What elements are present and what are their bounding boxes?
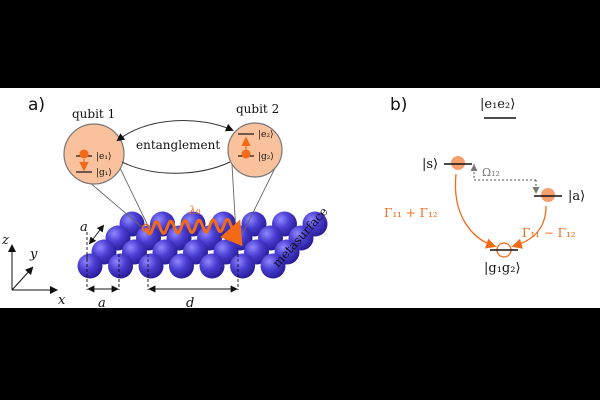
metasurface-sphere — [169, 253, 194, 279]
panel-b-label: b) — [390, 95, 407, 115]
coupling-marker — [470, 164, 540, 194]
metasurface-sphere — [138, 253, 164, 279]
wave-label: λ₀ — [188, 204, 201, 217]
coupling-label: Ω₁₂ — [482, 166, 500, 179]
qubit-1-excitation-dot — [79, 149, 89, 159]
dim-d: d — [186, 296, 194, 308]
axis-z-label: z — [1, 233, 9, 248]
qubit-2-bubble — [227, 122, 283, 178]
entanglement-label: entanglement — [136, 138, 220, 152]
qubit-1-ground: |g₁⟩ — [96, 168, 112, 178]
figure-panel: a) a a d z y x metasurface qubit 1 qubit… — [0, 88, 600, 308]
axis-y-label: y — [29, 247, 38, 262]
metasurface-sphere — [77, 253, 103, 279]
coordinate-axes — [8, 244, 58, 294]
dim-a-horizontal: a — [98, 296, 106, 308]
metasurface-sphere — [230, 253, 255, 279]
entanglement-arc — [116, 120, 234, 142]
decay-symmetric-label: Γ₁₁ + Γ₁₂ — [384, 206, 438, 220]
entanglement-arc-lower — [121, 161, 231, 174]
axis-x-label: x — [58, 293, 66, 308]
qubit-1-label: qubit 1 — [72, 107, 115, 121]
qubit-1-levels — [76, 149, 92, 173]
qubit-2-label: qubit 2 — [236, 102, 279, 116]
antisymmetric-state-dot — [541, 188, 555, 202]
metasurface-sphere — [199, 253, 225, 279]
qubit-2-ground: |g₂⟩ — [258, 152, 274, 162]
figure-svg: a) a a d z y x metasurface qubit 1 qubit… — [1, 95, 585, 308]
symmetric-state-label: |s⟩ — [422, 157, 438, 172]
ground-state-label: |g₁g₂⟩ — [484, 261, 521, 276]
decay-symmetric-arrow — [454, 173, 497, 249]
metasurface-sphere — [260, 253, 286, 279]
dimension-markers — [86, 224, 239, 293]
decay-antisymmetric-arrow — [511, 205, 547, 249]
symmetric-state-dot — [451, 156, 465, 170]
dim-a-vertical: a — [80, 220, 88, 235]
qubit-2-excitation-dot — [241, 149, 251, 159]
qubit-2-excited: |e₂⟩ — [258, 130, 273, 140]
qubit-1-bubble — [63, 123, 125, 185]
qubit-2-levels — [238, 133, 254, 159]
antisymmetric-state-label: |a⟩ — [568, 189, 585, 204]
panel-a-label: a) — [28, 95, 45, 115]
decay-antisymmetric-label: Γ₁₁ − Γ₁₂ — [522, 226, 576, 240]
top-state-label: |e₁e₂⟩ — [480, 97, 515, 112]
qubit-1-atom — [141, 223, 151, 233]
metasurface-sphere — [108, 253, 133, 279]
qubit-1-excited: |e₁⟩ — [96, 152, 111, 162]
photon-wave — [144, 217, 243, 247]
